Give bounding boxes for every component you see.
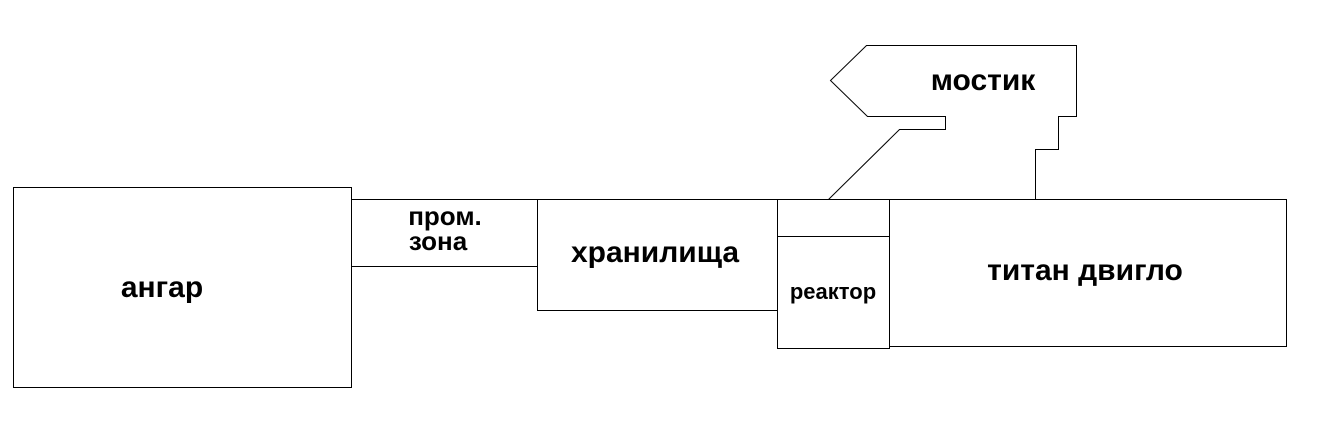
titan-engine-box xyxy=(889,199,1287,347)
hangar-box xyxy=(13,187,352,388)
storage-label: хранилища xyxy=(571,236,739,269)
bridge-outline xyxy=(828,45,1077,200)
industrial-zone-label-line1: пром. xyxy=(408,201,482,231)
reactor-box xyxy=(777,199,890,349)
reactor-label: реактор xyxy=(790,279,876,304)
bridge-label: мостик xyxy=(931,64,1037,97)
industrial-zone-label-line2: зона xyxy=(409,226,468,256)
titan-engine-label: титан двигло xyxy=(987,254,1183,287)
hangar-label: ангар xyxy=(121,271,203,304)
